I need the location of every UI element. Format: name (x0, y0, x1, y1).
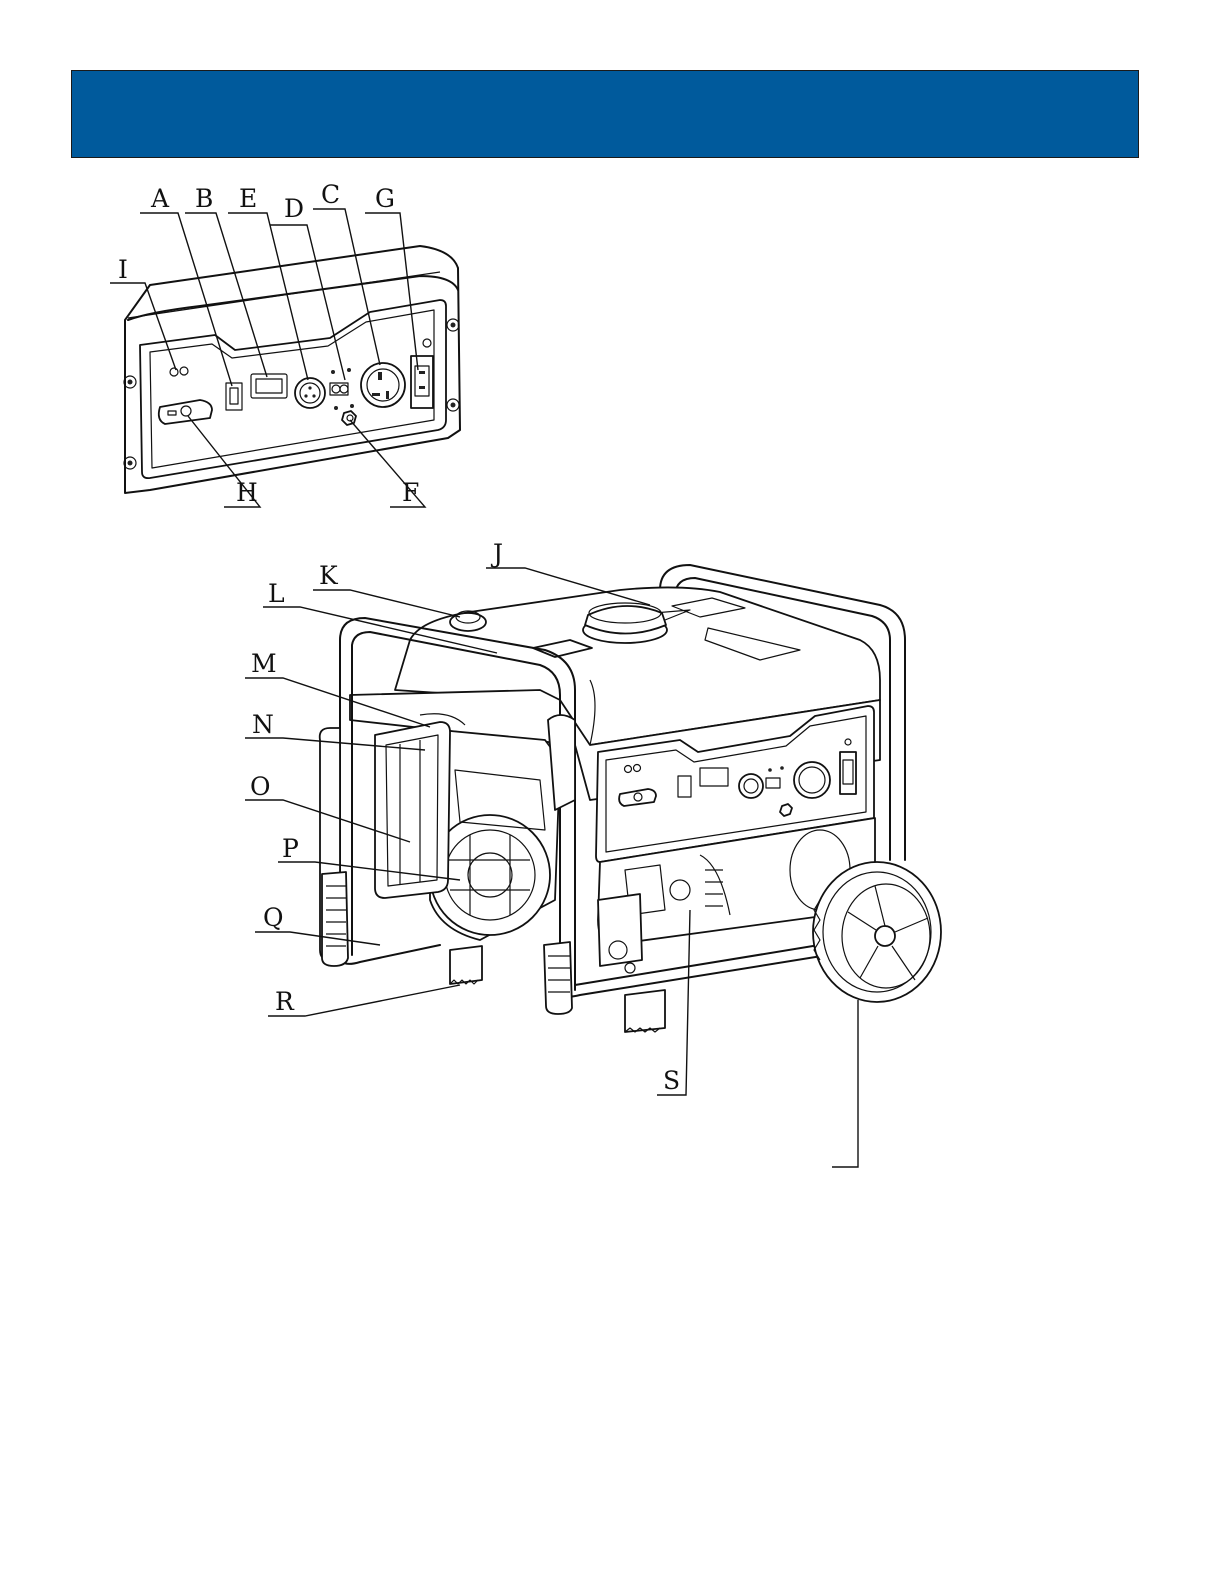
control-panel-detail (124, 246, 460, 493)
generator-illustration (320, 565, 941, 1032)
label-m: M (251, 649, 277, 678)
label-i: I (118, 255, 128, 284)
label-q: Q (263, 903, 284, 932)
label-c: C (321, 180, 340, 209)
label-a: A (150, 184, 170, 213)
label-n: N (252, 710, 274, 739)
label-o: O (250, 772, 271, 801)
label-g: G (375, 184, 395, 213)
label-h: H (236, 478, 258, 507)
label-r: R (275, 987, 295, 1016)
label-k: K (319, 561, 339, 590)
label-e: E (239, 184, 257, 213)
label-p: P (282, 834, 299, 863)
label-f: F (402, 478, 419, 507)
label-l: L (268, 579, 285, 608)
label-d: D (284, 194, 304, 223)
label-j: J (490, 539, 503, 568)
label-s: S (663, 1066, 680, 1095)
label-b: B (195, 184, 213, 213)
